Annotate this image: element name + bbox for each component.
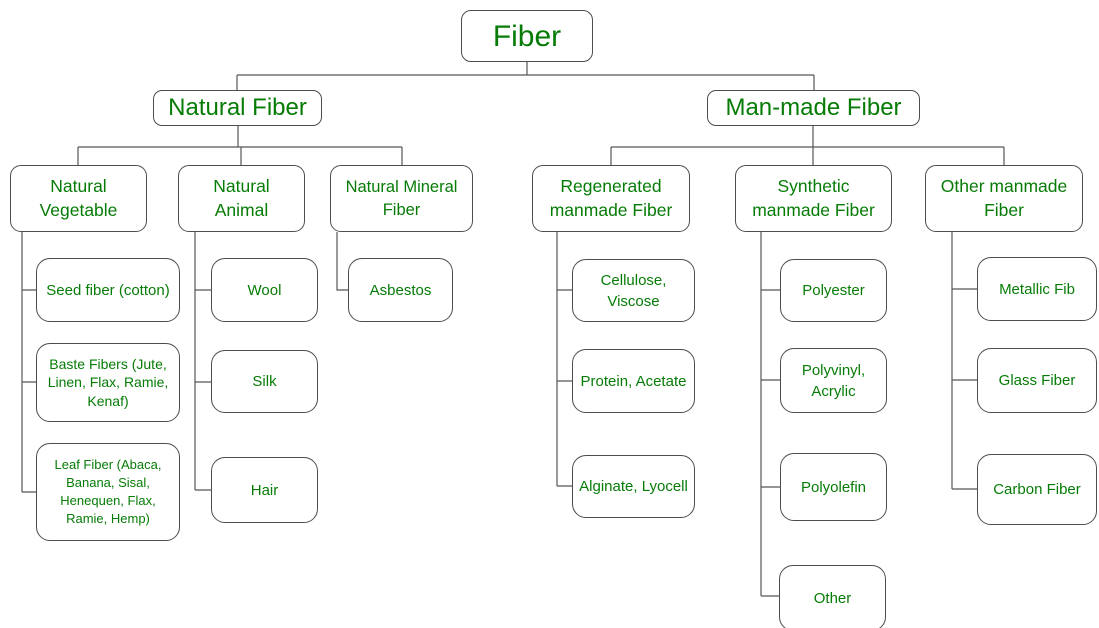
node-wool: Wool [211,258,318,322]
connector-othermanmade-children [951,232,977,490]
node-alginate-lyocell: Alginate, Lyocell [572,455,695,518]
node-baste-fibers: Baste Fibers (Jute, Linen, Flax, Ramie, … [36,343,180,422]
node-cellulose-viscose: Cellulose, Viscose [572,259,695,322]
connector-fiber-children [236,62,815,90]
node-regenerated-manmade-fiber: Regenerated manmade Fiber [532,165,690,232]
node-glass-fiber: Glass Fiber [977,348,1097,413]
node-fiber: Fiber [461,10,593,62]
node-seed-fiber: Seed fiber (cotton) [36,258,180,322]
node-metallic-fiber: Metallic Fib [977,257,1097,321]
node-other-manmade-fiber: Other manmade Fiber [925,165,1083,232]
connector-synthetic-children [760,232,780,597]
node-protein-acetate: Protein, Acetate [572,349,695,413]
node-natural-fiber: Natural Fiber [153,90,322,126]
node-asbestos: Asbestos [348,258,453,322]
node-other: Other [779,565,886,628]
connector-natural-children [77,126,403,165]
connector-regenerated-children [556,232,572,487]
node-silk: Silk [211,350,318,413]
connector-manmade-children [610,126,1005,165]
node-natural-mineral-fiber: Natural Mineral Fiber [330,165,473,232]
node-carbon-fiber: Carbon Fiber [977,454,1097,525]
connector-animal-children [194,232,211,491]
node-leaf-fiber: Leaf Fiber (Abaca, Banana, Sisal, Henequ… [36,443,180,541]
node-manmade-fiber: Man-made Fiber [707,90,920,126]
node-natural-animal: Natural Animal [178,165,305,232]
connector-mineral-children [336,232,348,291]
connector-vegetable-children [21,232,36,493]
node-hair: Hair [211,457,318,523]
node-polyester: Polyester [780,259,887,322]
node-polyvinyl-acrylic: Polyvinyl, Acrylic [780,348,887,413]
node-synthetic-manmade-fiber: Synthetic manmade Fiber [735,165,892,232]
node-natural-vegetable: Natural Vegetable [10,165,147,232]
node-polyolefin: Polyolefin [780,453,887,521]
